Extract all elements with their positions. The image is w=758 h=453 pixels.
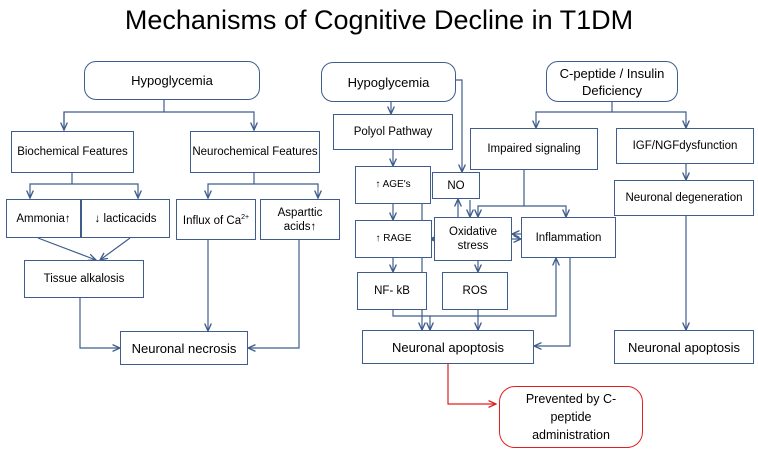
hypoglycemia-left-node: Hypoglycemia: [84, 61, 260, 100]
aspartic-acids-label: Asparttic acids↑: [277, 206, 323, 233]
edge-neurochem-aspartic: [254, 183, 318, 198]
cpeptide-deficiency-node: C-peptide / Insulin Deficiency: [546, 61, 678, 102]
aspartic-acids-node: Asparttic acids↑: [260, 199, 340, 240]
ammonia-label: Ammonia↑: [16, 212, 71, 225]
prevented-by-cpeptide-node: Prevented by C-peptide administration: [499, 386, 643, 448]
neurochemical-features-node: Neurochemical Features: [190, 131, 320, 173]
oxidative-stress-label: Oxidative stress: [449, 226, 497, 252]
tissue-alkalosis-node: Tissue alkalosis: [24, 260, 144, 298]
edge-hypo1-neurochem: [164, 111, 254, 130]
neuronal-necrosis-label: Neuronal necrosis: [131, 340, 237, 356]
diagram-title: Mechanisms of Cognitive Decline in T1DM: [124, 5, 634, 35]
rage-label: ↑ RAGE: [375, 233, 412, 244]
igf-ngf-dysfunction-label: IGF/NGFdysfunction: [632, 140, 738, 152]
nfkb-node: NF- kB: [357, 272, 427, 310]
edge-biochem-split: [30, 172, 73, 198]
impaired-signaling-label: Impaired signaling: [487, 143, 581, 155]
edge-apoptosis-prevented: [447, 364, 496, 404]
influx-calcium-label: Influx of Ca: [182, 214, 242, 227]
edge-ammonia-alkalosis: [37, 237, 96, 260]
edge-aspartic-necrosis: [248, 240, 300, 348]
neuronal-apoptosis-right-node: Neuronal apoptosis: [614, 330, 754, 364]
edge-hypo1-split: [63, 100, 165, 130]
neuronal-degeneration-node: Neuronal degeneration: [614, 180, 754, 216]
tissue-alkalosis-label: Tissue alkalosis: [43, 273, 125, 285]
neuronal-apoptosis-middle-label: Neuronal apoptosis: [391, 339, 505, 355]
neuronal-necrosis-node: Neuronal necrosis: [120, 331, 248, 365]
nfkb-label: NF- kB: [374, 285, 410, 297]
ammonia-node: Ammonia↑: [6, 199, 81, 238]
edge-impaired-inflammation: [524, 205, 566, 217]
cpeptide-deficiency-label: C-peptide / Insulin Deficiency: [559, 65, 665, 98]
lacticacids-node: ↓ lacticacids: [81, 199, 170, 238]
edge-nfkb-apoptosis: [392, 310, 430, 330]
ages-label: ↑ AGE's: [375, 179, 411, 190]
ros-node: ROS: [442, 272, 508, 310]
igf-ngf-dysfunction-node: IGF/NGFdysfunction: [616, 128, 754, 164]
edge-impaired-split: [478, 170, 525, 217]
neurochemical-features-label: Neurochemical Features: [192, 146, 318, 158]
oxidative-stress-node: Oxidative stress: [434, 217, 512, 261]
edge-inflammation-apoptosis: [534, 258, 571, 346]
edge-hypo2-no: [456, 79, 462, 172]
polyol-pathway-node: Polyol Pathway: [333, 114, 453, 150]
hypoglycemia-middle-node: Hypoglycemia: [321, 62, 456, 102]
influx-calcium-node: Influx of Ca2+: [176, 199, 256, 240]
ages-node: ↑ AGE's: [355, 166, 431, 204]
inflammation-label: Inflammation: [535, 231, 602, 244]
edge-cpeptide-igf: [612, 111, 686, 128]
neuronal-apoptosis-right-label: Neuronal apoptosis: [627, 339, 741, 355]
edge-lactic-alkalosis: [100, 237, 131, 260]
polyol-pathway-label: Polyol Pathway: [353, 126, 433, 138]
biochemical-features-node: Biochemical Features: [11, 131, 134, 173]
lacticacids-label: ↓ lacticacids: [94, 212, 157, 225]
edge-biochem-lactic: [72, 183, 138, 198]
edge-neurochem-split: [208, 172, 255, 198]
no-label: NO: [447, 179, 465, 192]
edge-alkalosis-necrosis: [79, 298, 120, 348]
calcium-charge-label: 2+: [241, 214, 250, 222]
edge-cpeptide-split: [536, 102, 613, 128]
neuronal-apoptosis-middle-node: Neuronal apoptosis: [362, 330, 534, 364]
prevented-by-cpeptide-label: Prevented by C-peptide administration: [525, 392, 617, 442]
hypoglycemia-middle-label: Hypoglycemia: [347, 74, 430, 90]
impaired-signaling-node: Impaired signaling: [470, 128, 598, 170]
no-node: NO: [432, 172, 480, 199]
inflammation-node: Inflammation: [521, 217, 616, 258]
biochemical-features-label: Biochemical Features: [17, 146, 128, 158]
neuronal-degeneration-label: Neuronal degeneration: [625, 192, 743, 204]
ros-label: ROS: [462, 285, 488, 297]
influx-calcium-text: Influx of Ca2+: [183, 211, 249, 228]
hypoglycemia-left-label: Hypoglycemia: [131, 73, 213, 88]
edge-nfkb-inflammation: [430, 258, 556, 317]
rage-node: ↑ RAGE: [355, 220, 432, 258]
